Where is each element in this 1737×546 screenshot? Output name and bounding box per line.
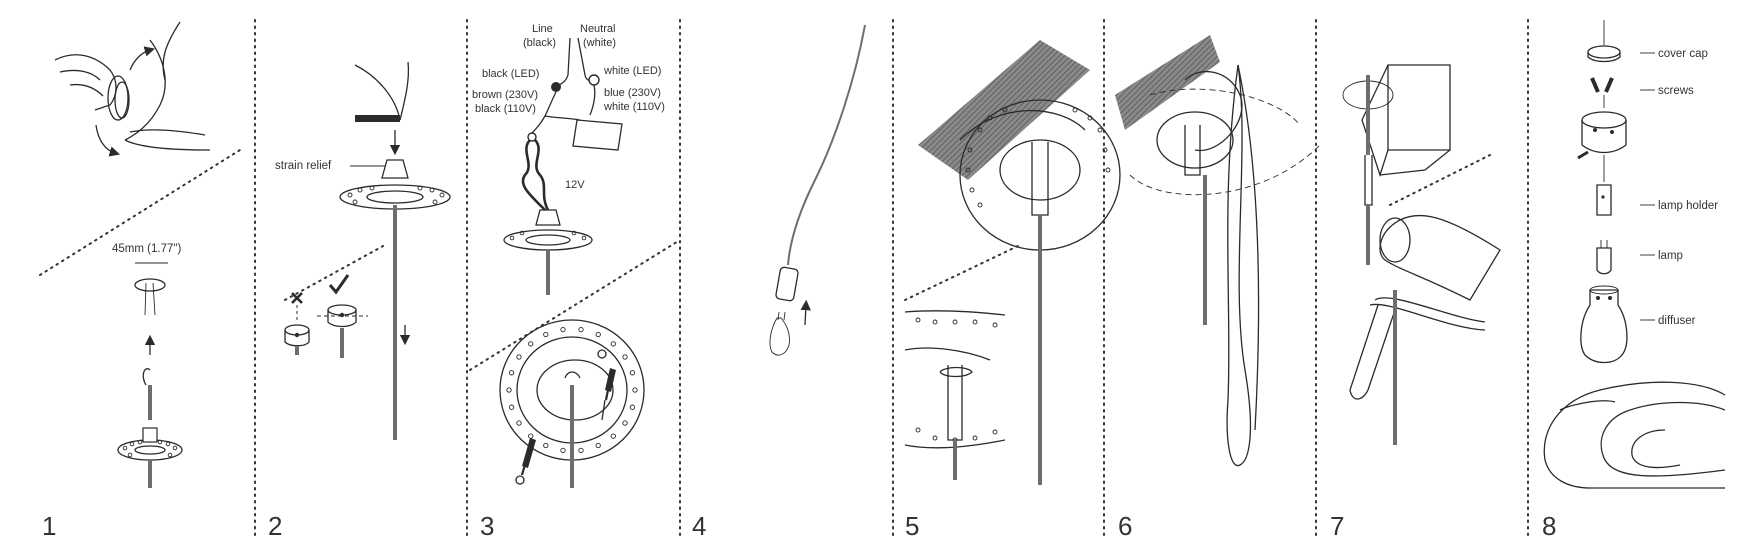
mounting-hole (622, 420, 628, 426)
mounting-hole (543, 442, 549, 449)
panel-step-7: 7 (1330, 64, 1501, 541)
panel-step-6: 6 (1115, 35, 1321, 541)
neutral-color-label: (white) (583, 37, 616, 49)
panel-step-4: 4 (692, 24, 866, 541)
panel-step-8: cover cap screws lamp holder lamp diffus… (1542, 20, 1726, 541)
step-number-2: 2 (268, 511, 282, 541)
cover-cap-label: cover cap (1658, 48, 1708, 60)
step-number-6: 6 (1118, 511, 1132, 541)
white-110-label: white (110V) (603, 101, 665, 113)
mounting-hole (560, 326, 566, 333)
step-number-4: 4 (692, 511, 706, 541)
panel-step-2: strain relief 2 (268, 61, 451, 541)
mounting-hole (595, 331, 601, 338)
mounting-hole (543, 331, 549, 338)
strain-relief-label: strain relief (275, 160, 332, 172)
mounting-hole (578, 447, 584, 454)
step-number-7: 7 (1330, 511, 1344, 541)
mounting-hole (508, 404, 515, 410)
mounting-hole (578, 326, 584, 333)
mounting-hole (610, 433, 616, 439)
voltage-label: 12V (565, 179, 585, 191)
lamp-holder-label: lamp holder (1658, 200, 1718, 212)
mounting-hole (560, 447, 566, 454)
line-color-label: (black) (523, 37, 556, 49)
mounting-hole (610, 341, 616, 347)
hands-twisting-illustration (54, 21, 211, 157)
blue-230-label: blue (230V) (604, 87, 661, 99)
dimension-label: 45mm (1.77") (112, 243, 181, 255)
mounting-hole (516, 354, 522, 360)
lamp-label: lamp (1658, 250, 1683, 262)
mounting-hole (528, 341, 534, 347)
white-led-label: white (LED) (603, 65, 661, 77)
diffuser-label: diffuser (1658, 315, 1696, 327)
mounting-hole (629, 404, 636, 410)
panel-separators (254, 19, 1529, 541)
step-number-8: 8 (1542, 511, 1556, 541)
mounting-hole (506, 387, 512, 393)
neutral-label: Neutral (580, 23, 615, 35)
step-number-1: 1 (42, 511, 56, 541)
mounting-hole (516, 420, 522, 426)
panel-step-3: Line (black) Neutral (white) black (LED)… (469, 23, 681, 541)
mounting-hole (629, 370, 636, 376)
step-number-5: 5 (905, 511, 919, 541)
mounting-hole (632, 387, 638, 393)
mounting-hole (595, 442, 601, 449)
black-led-label: black (LED) (482, 68, 539, 80)
step-number-3: 3 (480, 511, 494, 541)
mounting-hole (528, 433, 534, 439)
screws-label: screws (1658, 85, 1694, 97)
panel-step-5: 5 (904, 40, 1121, 541)
panel-step-1: 45mm (1.77") 1 (39, 21, 241, 541)
line-label: Line (532, 23, 553, 35)
black-110-label: black (110V) (475, 103, 536, 115)
mounting-hole (508, 370, 515, 376)
mounting-hole (622, 354, 628, 360)
brown-230-label: brown (230V) (472, 89, 538, 101)
